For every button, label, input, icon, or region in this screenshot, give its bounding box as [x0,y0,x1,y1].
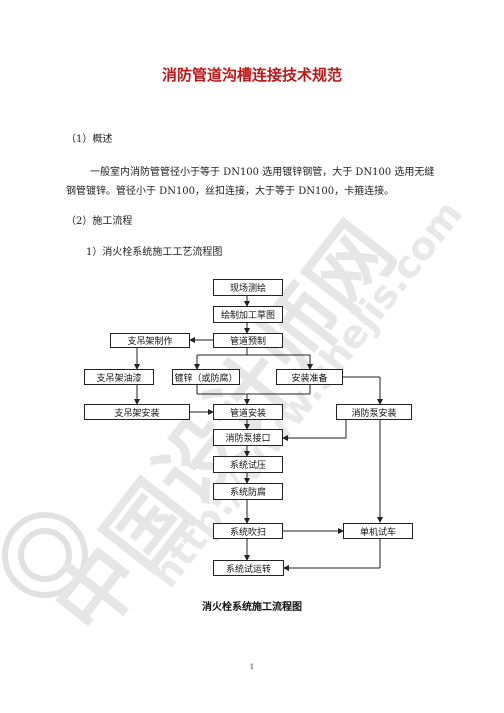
flow-node-pump-install: 消防泵安装 [336,404,412,420]
flow-node-pipe-prefab: 管道预制 [213,333,283,348]
flow-node-system-trial: 系统试运转 [213,560,284,576]
flowchart-caption: 消火栓系统施工流程图 [202,602,302,613]
flow-node-draw-sketch: 绘制加工草图 [213,306,283,323]
flow-node-pipe-install: 管道安装 [213,404,283,420]
flow-node-pressure-test: 系统试压 [213,456,283,473]
flow-node-pump-connection: 消防泵接口 [213,429,283,446]
flow-node-install-prep: 安装准备 [276,369,343,385]
flow-node-hanger-install: 支吊架安装 [84,404,190,420]
section-heading-process: （2）施工流程 [66,216,133,227]
document-title: 消防管道沟槽连接技术规范 [161,66,342,84]
flow-node-single-trial: 单机试车 [343,523,413,539]
flow-node-hanger-painting: 支吊架油漆 [84,369,154,385]
subsection-heading-flowchart: 1）消火栓系统施工工艺流程图 [86,247,223,258]
flow-node-site-survey: 现场测绘 [213,279,283,296]
overview-paragraph: 一般室内消防管管径小于等于 DN100 选用镀锌钢管，大于 DN100 选用无缝… [66,167,435,197]
flow-node-anticorrosion: 系统防腐 [213,483,283,500]
flow-node-galvanizing: 镀锌（或防腐） [172,369,240,385]
flow-node-purge: 系统吹扫 [213,523,283,539]
section-heading-overview: （1）概述 [66,134,113,145]
page-number: 1 [249,663,255,671]
flow-node-hanger-fabrication: 支吊架制作 [110,333,190,348]
